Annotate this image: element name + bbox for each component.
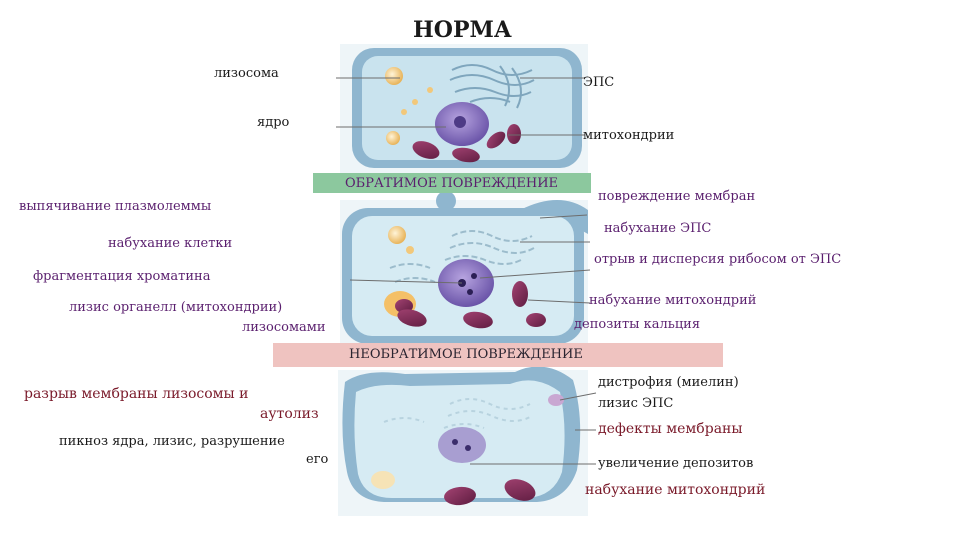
banner-reversible bbox=[313, 173, 591, 193]
label-lysosome-rupture: разрыв мембраны лизосомы и bbox=[24, 386, 249, 402]
label-er-lysis: лизис ЭПС bbox=[598, 396, 674, 411]
label-bulge: выпячивание плазмолеммы bbox=[19, 199, 212, 214]
label-ribosome-detachment: отрыв и дисперсия рибосом от ЭПС bbox=[594, 252, 842, 267]
irreversibly-injured-cell bbox=[338, 366, 588, 516]
label-pyknosis-cont: его bbox=[306, 452, 329, 467]
pointer-lines bbox=[336, 77, 597, 465]
label-mito-swelling-irreversible: набухание митохондрий bbox=[585, 482, 766, 498]
label-lysosome: лизосома bbox=[214, 66, 279, 81]
label-er: ЭПС bbox=[583, 75, 615, 90]
label-chromatin: фрагментация хроматина bbox=[33, 269, 211, 284]
normal-cell bbox=[340, 44, 588, 174]
label-pyknosis: пикноз ядра, лизис, разрушение bbox=[59, 434, 285, 449]
label-membrane-damage: повреждение мембран bbox=[598, 189, 756, 204]
label-nucleus: ядро bbox=[257, 115, 290, 130]
label-calcium-deposits: депозиты кальция bbox=[574, 317, 701, 332]
label-lysis-organelles: лизис органелл (митохондрии) bbox=[69, 300, 283, 315]
label-er-swelling: набухание ЭПС bbox=[604, 221, 712, 236]
label-autolysis: аутолиз bbox=[260, 406, 319, 422]
label-cell-swelling: набухание клетки bbox=[108, 236, 233, 251]
reversibly-injured-cell bbox=[340, 191, 588, 346]
label-mito-swelling: набухание митохондрий bbox=[589, 293, 757, 308]
label-dystrophy: дистрофия (миелин) bbox=[598, 375, 739, 390]
banner-reversible-text: ОБРАТИМОЕ ПОВРЕЖДЕНИЕ bbox=[345, 176, 559, 191]
title: НОРМА bbox=[413, 17, 512, 43]
banner-irreversible-text: НЕОБРАТИМОЕ ПОВРЕЖДЕНИЕ bbox=[349, 347, 583, 362]
label-mitochondria: митохондрии bbox=[583, 128, 675, 143]
label-lysosomes: лизосомами bbox=[242, 320, 326, 335]
lysosome-normal bbox=[385, 67, 403, 85]
label-deposit-increase: увеличение депозитов bbox=[598, 456, 754, 471]
banner-irreversible bbox=[273, 343, 723, 367]
label-membrane-defects: дефекты мембраны bbox=[598, 421, 743, 437]
